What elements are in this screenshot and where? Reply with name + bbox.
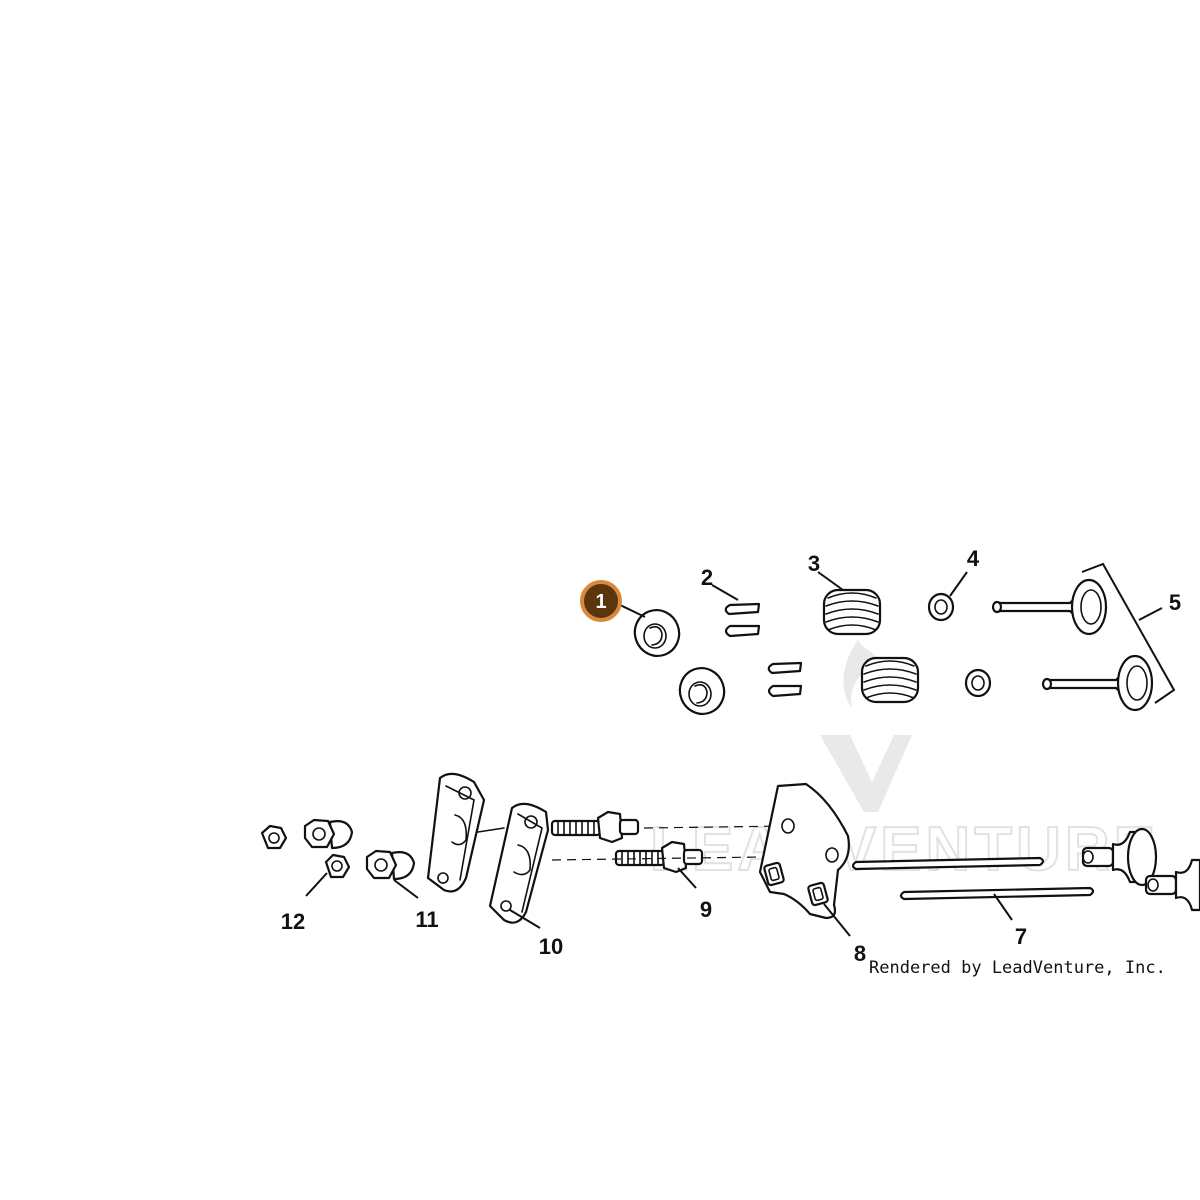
callout-1-label: 1 xyxy=(595,591,606,613)
part-stud-upper[interactable] xyxy=(550,810,640,844)
part-retainer-lower[interactable] xyxy=(673,662,730,720)
callout-8-label[interactable]: 8 xyxy=(854,941,866,966)
part-valve-upper[interactable] xyxy=(991,578,1108,636)
callout-12-label[interactable]: 12 xyxy=(281,909,305,934)
leadventure-watermark: LEADVENTURE xyxy=(649,640,1159,885)
callout-4-label[interactable]: 4 xyxy=(967,546,980,571)
part-rocker-arm-left[interactable] xyxy=(426,772,486,893)
part-nut-small-upper[interactable] xyxy=(260,824,288,850)
part-lifter-lower[interactable] xyxy=(1144,858,1200,912)
callout-3-label[interactable]: 3 xyxy=(808,551,820,576)
part-rocker-arm-right[interactable] xyxy=(488,802,550,924)
part-keepers-upper[interactable] xyxy=(724,602,761,638)
part-valve-seal-upper[interactable] xyxy=(927,592,955,622)
part-valve-spring-lower[interactable] xyxy=(860,656,920,704)
part-acorn-nut-lower[interactable] xyxy=(365,849,416,881)
part-push-rod-lower[interactable] xyxy=(899,886,1095,901)
bracket-5 xyxy=(1081,562,1176,704)
part-lifter-upper[interactable] xyxy=(1081,827,1158,887)
callout-1-highlight[interactable]: 1 xyxy=(580,580,622,622)
part-acorn-nut-upper[interactable] xyxy=(303,818,354,850)
watermark-text: LEADVENTURE xyxy=(650,815,1159,884)
part-valve-spring-upper[interactable] xyxy=(822,588,882,636)
dash-line-upper xyxy=(643,825,789,829)
part-valve-lower[interactable] xyxy=(1041,654,1154,712)
part-push-rod-upper[interactable] xyxy=(851,856,1045,871)
part-keepers-lower[interactable] xyxy=(767,661,803,698)
part-retainer-upper[interactable] xyxy=(628,604,685,662)
callout-5-label[interactable]: 5 xyxy=(1169,590,1181,615)
callout-7-label[interactable]: 7 xyxy=(1015,924,1027,949)
part-nut-small-lower[interactable] xyxy=(324,853,351,879)
part-rocker-plate[interactable] xyxy=(758,782,850,920)
callout-11-label[interactable]: 11 xyxy=(415,907,438,932)
callout-9-label[interactable]: 9 xyxy=(700,897,712,922)
render-credit: Rendered by LeadVenture, Inc. xyxy=(869,958,1166,978)
callout-2-label[interactable]: 2 xyxy=(701,565,713,590)
callout-10-label[interactable]: 10 xyxy=(539,934,563,959)
part-valve-seal-lower[interactable] xyxy=(964,668,992,698)
